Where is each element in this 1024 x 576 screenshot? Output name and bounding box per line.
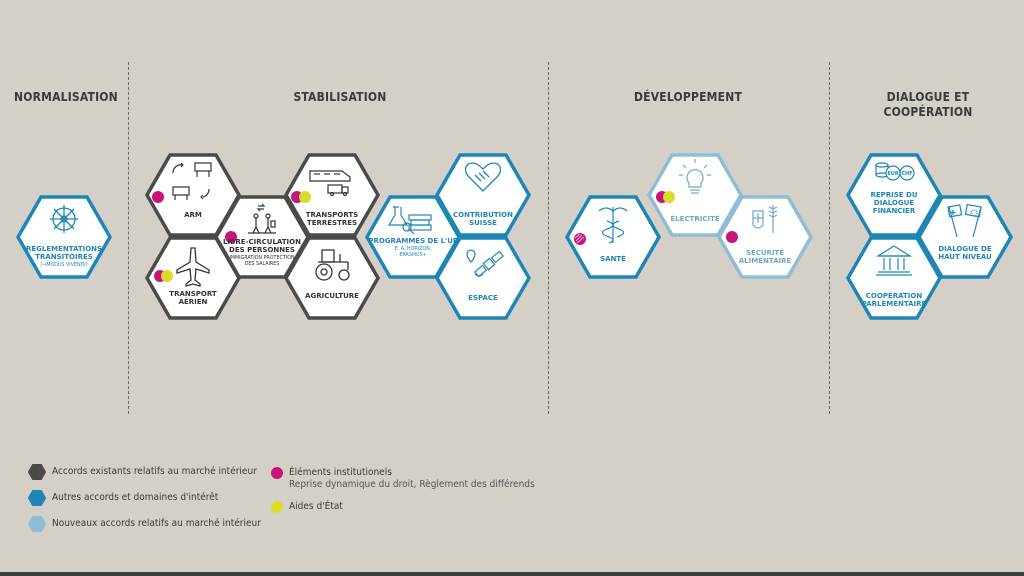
hex-reprise-dialogue-label3: FINANCIER <box>873 207 916 215</box>
legend-institutional-sub: Reprise dynamique du droit, Règlement de… <box>289 479 535 490</box>
hex-reglementations: RÉGLEMENTATIONS TRANSITOIRES (→MODUS VIV… <box>16 195 112 279</box>
state-aid-marker <box>663 191 675 203</box>
hex-contribution-suisse-label2: SUISSE <box>469 219 497 227</box>
legend-item-other: Autres accords et domaines d'intérêt <box>52 492 218 504</box>
state-aid-marker <box>299 191 311 203</box>
hex-arm-label: ARM <box>184 211 202 219</box>
hex-agriculture-label: AGRICULTURE <box>305 292 359 300</box>
tractor-icon <box>315 249 350 281</box>
section-divider <box>128 62 129 414</box>
satellite-icon <box>466 249 505 278</box>
section-divider <box>829 62 830 414</box>
section-title-developpement: DÉVELOPPEMENT <box>633 90 743 104</box>
people-walking-icon <box>248 203 276 234</box>
hex-securite-alimentaire: SÉCURITÉ ALIMENTAIRE <box>717 195 813 279</box>
hex-libre-circulation-label2: DES PERSONNES <box>229 246 295 254</box>
handshake-icon <box>464 162 502 192</box>
arrows-cart-icon <box>172 162 212 200</box>
hex-agriculture: AGRICULTURE <box>284 236 380 320</box>
parliament-icon <box>875 245 913 276</box>
hex-sante-label: SANTÉ <box>600 254 626 263</box>
hex-dialogue-haut-niveau-label1: DIALOGUE DE <box>938 245 991 253</box>
hex-transports-terrestres-label2: TERRESTRES <box>307 219 357 227</box>
hex-cooperation-parlementaire: COOPÉRATION PARLEMENTAIRE <box>846 236 942 320</box>
hex-securite-alimentaire-label2: ALIMENTAIRE <box>739 257 792 265</box>
institutional-marker <box>225 231 237 243</box>
legend-dot-state-aid <box>271 501 283 513</box>
legend-hex-other <box>27 490 47 506</box>
section-title-normalisation: NORMALISATION <box>14 90 118 104</box>
legend-dot-institutional <box>271 467 283 479</box>
state-aid-marker <box>161 270 173 282</box>
train-truck-icon <box>309 170 351 197</box>
coins-icon <box>875 162 915 181</box>
hex-espace: ESPACE <box>435 236 531 320</box>
wheat-shield-icon <box>752 205 778 233</box>
hex-programmes-ue: PROGRAMMES DE L'UE E. A. HORIZON, ERASMU… <box>365 195 461 279</box>
legend-item-existing: Accords existants relatifs au marché int… <box>52 466 257 478</box>
hex-transports-terrestres: TRANSPORTS TERRESTRES <box>284 153 380 237</box>
hex-securite-alimentaire-label1: SÉCURITÉ <box>746 248 784 257</box>
institutional-marker <box>152 191 164 203</box>
legend-label-existing: Accords existants relatifs au marché int… <box>52 466 257 477</box>
hex-reglementations-label2: TRANSITOIRES <box>35 253 93 261</box>
legend-institutional-title: Éléments institutionels <box>289 467 392 478</box>
hex-libre-circulation-sub1: IMMIGRATION PROTECTION <box>229 255 295 261</box>
lab-books-icon <box>387 206 432 235</box>
hex-reglementations-sub: (→MODUS VIVENDI) <box>40 262 87 268</box>
lightbulb-icon <box>679 159 711 194</box>
legend-item-state-aid: Aides d'État <box>289 501 343 513</box>
airplane-icon <box>176 247 210 287</box>
ship-wheel-icon <box>50 205 78 233</box>
hex-libre-circulation-label1: LIBRE-CIRCULATION <box>223 238 301 246</box>
section-divider <box>548 62 549 414</box>
hex-programmes-ue-label: PROGRAMMES DE L'UE <box>368 237 458 245</box>
institutional-marker <box>574 233 586 245</box>
hex-cooperation-parlementaire-label2: PARLEMENTAIRE <box>862 300 927 308</box>
hex-reglementations-label1: RÉGLEMENTATIONS <box>26 244 102 253</box>
hex-sante: SANTÉ <box>565 195 661 279</box>
hex-dialogue-haut-niveau: DIALOGUE DE HAUT NIVEAU <box>917 195 1013 279</box>
hex-transport-aerien-label1: TRANSPORT <box>169 290 217 298</box>
section-title-dialogue-line1: DIALOGUE ET <box>886 90 970 104</box>
hex-dialogue-haut-niveau-label2: HAUT NIVEAU <box>938 253 992 261</box>
bottom-bar <box>0 572 1024 576</box>
institutional-marker <box>726 231 738 243</box>
legend-label-new: Nouveaux accords relatifs au marché inté… <box>52 518 261 529</box>
hex-cooperation-parlementaire-label1: COOPÉRATION <box>866 291 923 300</box>
legend-item-new: Nouveaux accords relatifs au marché inté… <box>52 518 261 530</box>
hex-reprise-dialogue-label2: DIALOGUE <box>874 199 914 207</box>
hex-electricite-label: ÉLECTRICITÉ <box>670 214 719 223</box>
hex-transport-aerien: TRANSPORT AÉRIEN <box>145 236 241 320</box>
legend-hex-new <box>27 516 47 532</box>
hex-contribution-suisse: CONTRIBUTION SUISSE <box>435 153 531 237</box>
hex-programmes-ue-sub1: E. A. HORIZON, <box>395 246 432 252</box>
hex-espace-label: ESPACE <box>468 294 498 302</box>
hex-arm: ARM <box>145 153 241 237</box>
hex-transports-terrestres-label1: TRANSPORTS <box>306 211 358 219</box>
hex-contribution-suisse-label1: CONTRIBUTION <box>453 211 513 219</box>
hex-reprise-dialogue-label1: REPRISE DU <box>870 191 917 199</box>
legend-label-other: Autres accords et domaines d'intérêt <box>52 492 219 503</box>
hex-transport-aerien-label2: AÉRIEN <box>179 297 208 306</box>
caduceus-icon <box>598 207 628 244</box>
institutional-marker-hatch <box>574 233 585 244</box>
legend-label-institutional: Éléments institutionels Reprise dynamiqu… <box>289 467 535 491</box>
chf-coin-label: CHF <box>901 171 912 177</box>
hex-libre-circulation: LIBRE-CIRCULATION DES PERSONNES IMMIGRAT… <box>214 195 310 279</box>
eur-coin-label: EUR <box>887 171 898 177</box>
flags-icon <box>947 203 982 238</box>
legend-label-state-aid: Aides d'État <box>289 501 343 512</box>
hex-programmes-ue-sub2: ERASMUS+ <box>399 252 426 258</box>
hex-libre-circulation-sub2: DES SALAIRES <box>245 261 280 267</box>
legend-item-institutional: Éléments institutionels Reprise dynamiqu… <box>289 467 535 491</box>
legend-hex-existing <box>27 464 47 480</box>
section-title-dialogue: DIALOGUE ET COOPÉRATION <box>868 90 988 120</box>
hex-electricite: ÉLECTRICITÉ <box>647 153 743 237</box>
section-title-dialogue-line2: COOPÉRATION <box>883 105 973 119</box>
hex-reprise-dialogue: EUR CHF REPRISE DU DIALOGUE FINANCIER <box>846 153 942 237</box>
section-title-stabilisation: STABILISATION <box>293 90 387 104</box>
